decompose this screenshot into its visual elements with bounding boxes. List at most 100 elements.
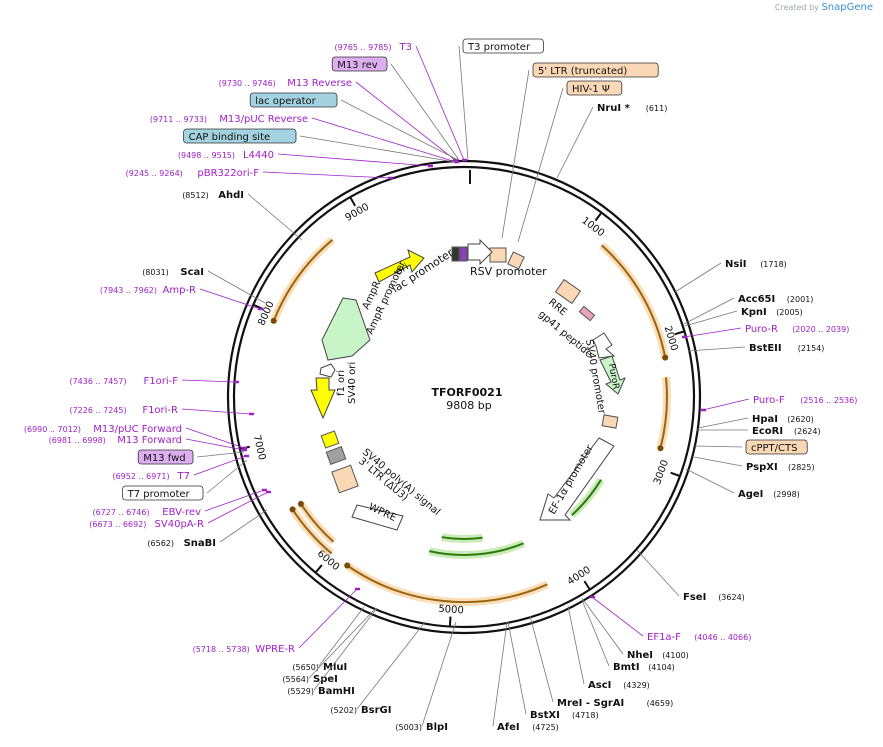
leader-line — [340, 99, 459, 161]
primer-name: WPRE-R — [255, 644, 295, 655]
feature-box-label: HIV-1 Ψ — [572, 84, 610, 95]
outer-label-primer: SV40pA-R(6673 .. 6692) — [89, 490, 271, 530]
leader-line — [299, 135, 456, 163]
feature-box — [249, 92, 338, 108]
feature-box-label: T3 promoter — [467, 42, 531, 53]
feature-box-label: 5' LTR (truncated) — [538, 66, 627, 77]
orf-arc-6-arrowhead — [270, 317, 277, 324]
sv40-promoter-arrow — [592, 332, 616, 359]
ampr-arrow — [321, 297, 371, 361]
inner-feature-label: RSV promoter — [470, 265, 547, 278]
outer-label-enzyme: NsiI(1718) — [674, 259, 787, 293]
outer-label-enzyme: KpnI(2005) — [684, 307, 803, 327]
outer-label-enzyme: AhdI(8512) — [182, 190, 303, 241]
enzyme-name: KpnI — [741, 307, 767, 318]
outer-label-box_white: T7 promoter — [122, 459, 248, 501]
outer-label-primer: T3(9765 .. 9785) — [334, 42, 467, 162]
position-range: (7943 .. 7962) — [100, 286, 157, 295]
primer-name: L4440 — [243, 150, 274, 161]
position-range: (9730 .. 9746) — [219, 79, 276, 88]
leader-line — [685, 468, 735, 494]
scale-tick — [583, 580, 591, 590]
feature-box — [331, 56, 388, 72]
outer-label-box_peach: cPPT/CTS — [694, 439, 808, 455]
leader-line — [181, 379, 237, 383]
scale-tick-label: 3000 — [652, 459, 671, 487]
puror-arrow — [599, 355, 626, 395]
ampr-promoter-arrow — [319, 363, 336, 378]
feature-box — [566, 80, 623, 96]
position-range: (6990 .. 7012) — [24, 425, 81, 434]
outer-label-primer: Puro-F(2516 .. 2536) — [701, 395, 857, 412]
feature-box — [183, 128, 297, 144]
leader-line — [318, 606, 365, 667]
outer-label-primer: F1ori-R(7226 .. 7245) — [69, 405, 254, 416]
outer-label-box_peach: HIV-1 Ψ — [517, 80, 623, 243]
primer-name: F1ori-F — [144, 376, 179, 387]
leader-line — [421, 621, 457, 727]
position-range: (4718) — [572, 711, 599, 720]
leader-line — [356, 621, 426, 710]
scale-tick — [315, 564, 323, 573]
orf-arc-3-arrowhead — [344, 562, 351, 569]
position-range: (5529) — [287, 687, 314, 696]
leader-line — [298, 588, 358, 649]
enzyme-name: BlpI — [426, 722, 448, 733]
primer-name: T3 — [399, 42, 412, 53]
outer-label-primer: L4440(9498 .. 9515) — [178, 150, 433, 168]
scale-tick — [670, 471, 680, 477]
orf-arc-1 — [599, 242, 670, 359]
leader-line — [277, 153, 431, 167]
leader-line — [517, 87, 564, 243]
leader-line — [507, 621, 527, 715]
feature-box — [532, 62, 659, 78]
enzyme-name: PspXI — [746, 462, 778, 473]
feature-box — [745, 439, 808, 455]
outer-label-primer: M13 Forward(6981 .. 6998) — [49, 435, 247, 452]
outer-label-enzyme: BmtI(4104) — [581, 599, 675, 673]
leader-line — [684, 310, 738, 327]
leader-line — [693, 456, 743, 467]
leader-line — [687, 346, 746, 352]
outer-label-enzyme: NheI(4100) — [581, 597, 689, 661]
inner-feature-label: f1 ori — [336, 370, 347, 396]
backbone-inner-ring — [232, 165, 696, 629]
leader-line — [390, 63, 460, 161]
leader-line — [313, 607, 378, 691]
scale-tick-label: 7000 — [251, 434, 267, 461]
enzyme-name: AgeI — [738, 489, 763, 500]
position-range: (9245 .. 9264) — [126, 169, 183, 178]
outer-label-enzyme: (5529)BamHI — [287, 607, 378, 697]
primer-name: M13 Reverse — [287, 78, 352, 89]
ltr-5-block — [489, 247, 507, 263]
scale-tick-label: 4000 — [566, 565, 593, 588]
outer-label-enzyme: AscI(4329) — [567, 605, 650, 691]
enzyme-name: MreI - SgrAI — [557, 698, 624, 709]
primer-name: T7 — [177, 471, 190, 482]
position-range: (6727 .. 6746) — [92, 508, 149, 517]
outer-label-primer: pBR322ori-F(9245 .. 9264) — [126, 168, 393, 180]
position-range: (2624) — [794, 427, 821, 436]
orf-arc-6-line — [272, 239, 334, 322]
enzyme-name: SpeI — [313, 674, 338, 685]
leader-line — [674, 262, 722, 293]
orf-arc-2-line — [659, 377, 668, 449]
leader-line — [529, 615, 554, 703]
position-range: (6562) — [147, 539, 174, 548]
enzyme-name: BstXI — [530, 710, 560, 721]
outer-label-primer: F1ori-F(7436 .. 7457) — [69, 376, 239, 387]
outer-label-box_blue: lac operator — [249, 92, 459, 161]
ef1a-promoter-arrow — [539, 437, 615, 521]
leader-line — [355, 81, 456, 161]
outer-label-enzyme: BstEII(2154) — [687, 343, 824, 354]
position-range: (5003) — [395, 723, 422, 732]
outer-label-enzyme: SnaBI(6562) — [147, 509, 268, 549]
leader-line — [415, 45, 465, 161]
outer-label-primer: T7(6952 .. 6971) — [112, 454, 249, 482]
leader-line — [556, 106, 594, 179]
leader-line — [458, 45, 469, 161]
outer-label-enzyme: (5650)MluI — [292, 606, 365, 673]
orf-arc-6 — [269, 236, 335, 323]
outer-label-primer: EBV-rev(6727 .. 6746) — [92, 488, 267, 518]
position-range: (611) — [646, 104, 668, 113]
